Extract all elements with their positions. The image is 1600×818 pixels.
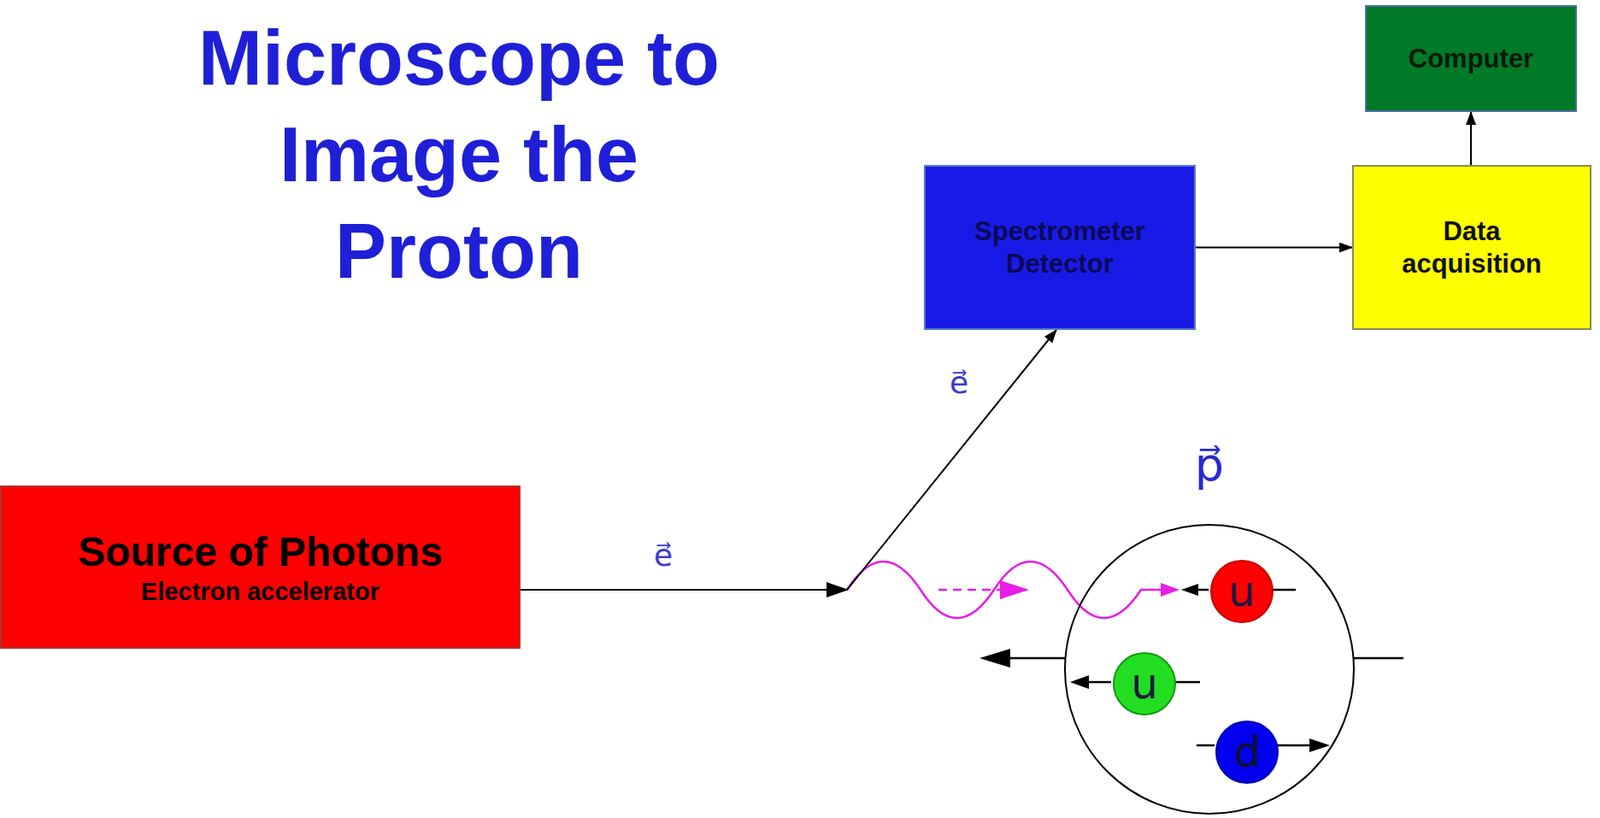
quark-label: u [1228, 570, 1256, 613]
proton-label: p⃗ [1065, 441, 1353, 489]
quark-spin-arrowhead [1309, 738, 1330, 753]
photon-dashed-arrowhead [1000, 580, 1030, 600]
proton-spin-tail [1353, 657, 1404, 660]
photon-wave [847, 561, 1163, 618]
connector-arrow [1470, 111, 1472, 165]
spectrometer-box: Spectrometer Detector [923, 164, 1196, 330]
quark-spin-tail [1196, 744, 1215, 748]
diagram-title: Microscope to Image the Proton [168, 10, 750, 300]
quark-spin-arrowhead [1070, 675, 1089, 689]
quark-spin-tail [1271, 588, 1296, 592]
box-text: Source of Photons [77, 527, 443, 577]
photon-arrowhead [1160, 582, 1180, 597]
down-quark: d [1215, 720, 1279, 784]
quark-spin-line [1085, 681, 1112, 684]
photon-dashed-arrow [938, 588, 1002, 592]
data-acquisition-box: Data acquisition [1352, 164, 1592, 330]
box-text: Data acquisition [1386, 215, 1558, 279]
box-text: Computer [1408, 42, 1534, 75]
quark-label: d [1233, 730, 1261, 774]
particle-label: e⃗ [947, 365, 971, 400]
quark-label: u [1130, 662, 1159, 706]
edge-label: e⃗ [652, 538, 675, 573]
connector-arrow [1195, 247, 1353, 249]
computer-box: Computer [1364, 5, 1577, 112]
box-text: Spectrometer Detector [948, 215, 1171, 279]
quark-spin-line [1276, 744, 1313, 748]
source-box: Source of PhotonsElectron accelerator [0, 485, 521, 649]
up-quark: u [1210, 559, 1274, 624]
up-quark: u [1112, 652, 1177, 716]
quark-spin-arrowhead [1181, 583, 1199, 596]
proton-spin-arrowhead [979, 648, 1011, 668]
connector-arrow [520, 329, 1057, 590]
box-text: Electron accelerator [141, 576, 380, 607]
quark-spin-tail [1174, 681, 1200, 684]
proton-circle: p⃗uud [1064, 523, 1355, 815]
